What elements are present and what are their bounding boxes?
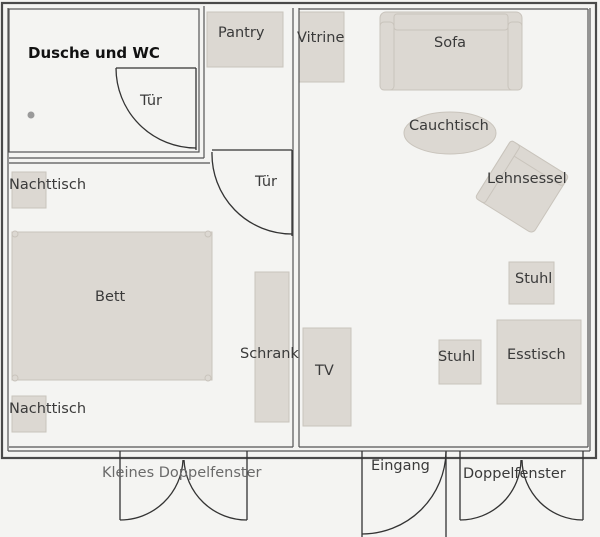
tv-label: TV bbox=[315, 363, 334, 379]
sofa bbox=[379, 11, 523, 91]
nachttisch-top bbox=[11, 171, 47, 209]
small-double-window-label: Kleines Doppelfenster bbox=[102, 465, 262, 481]
outer-walls bbox=[0, 1, 598, 460]
bathroom-door-label: Tür bbox=[140, 93, 163, 109]
hall-door-swing bbox=[211, 149, 293, 236]
vitrine-label: Vitrine bbox=[297, 30, 345, 46]
lehnsessel-armchair bbox=[475, 140, 569, 233]
stuhl-label-bottom: Stuhl bbox=[438, 349, 476, 365]
esstisch-label: Esstisch bbox=[507, 347, 566, 363]
cauchtisch-table bbox=[403, 111, 497, 155]
bathroom-label: Dusche und WC bbox=[28, 44, 160, 62]
stuhl-chair-bottom bbox=[438, 339, 482, 385]
bett-label: Bett bbox=[95, 289, 126, 305]
nachttisch-bottom bbox=[11, 395, 47, 433]
entrance-label: Eingang bbox=[371, 458, 430, 474]
double-window bbox=[459, 451, 584, 521]
esstisch-table bbox=[496, 319, 582, 405]
interior-walls bbox=[9, 8, 589, 448]
hall-door-label: Tür bbox=[255, 174, 278, 190]
nachttisch-label-bottom: Nachttisch bbox=[9, 401, 87, 417]
entrance-door-swing bbox=[361, 451, 447, 537]
stuhl-label-top: Stuhl bbox=[515, 271, 553, 287]
schrank-label: Schrank bbox=[240, 346, 299, 362]
tv-cabinet bbox=[302, 327, 352, 427]
nachttisch-label-top: Nachttisch bbox=[9, 177, 87, 193]
double-window-label: Doppelfenster bbox=[463, 466, 566, 482]
stuhl-chair-top bbox=[508, 261, 555, 305]
cauchtisch-label: Cauchtisch bbox=[409, 118, 489, 134]
pantry-counter bbox=[206, 11, 284, 68]
small-double-window bbox=[119, 451, 248, 521]
schrank-wardrobe bbox=[254, 271, 290, 423]
bathroom-door-swing bbox=[115, 67, 197, 150]
pantry-label: Pantry bbox=[218, 25, 265, 41]
sofa-label: Sofa bbox=[434, 35, 467, 51]
bett-bed bbox=[11, 231, 213, 381]
vitrine-cabinet bbox=[298, 11, 345, 83]
bathroom-walls bbox=[8, 6, 205, 159]
shower-drain-icon bbox=[27, 111, 35, 119]
lehnsessel-label: Lehnsessel bbox=[487, 171, 567, 187]
